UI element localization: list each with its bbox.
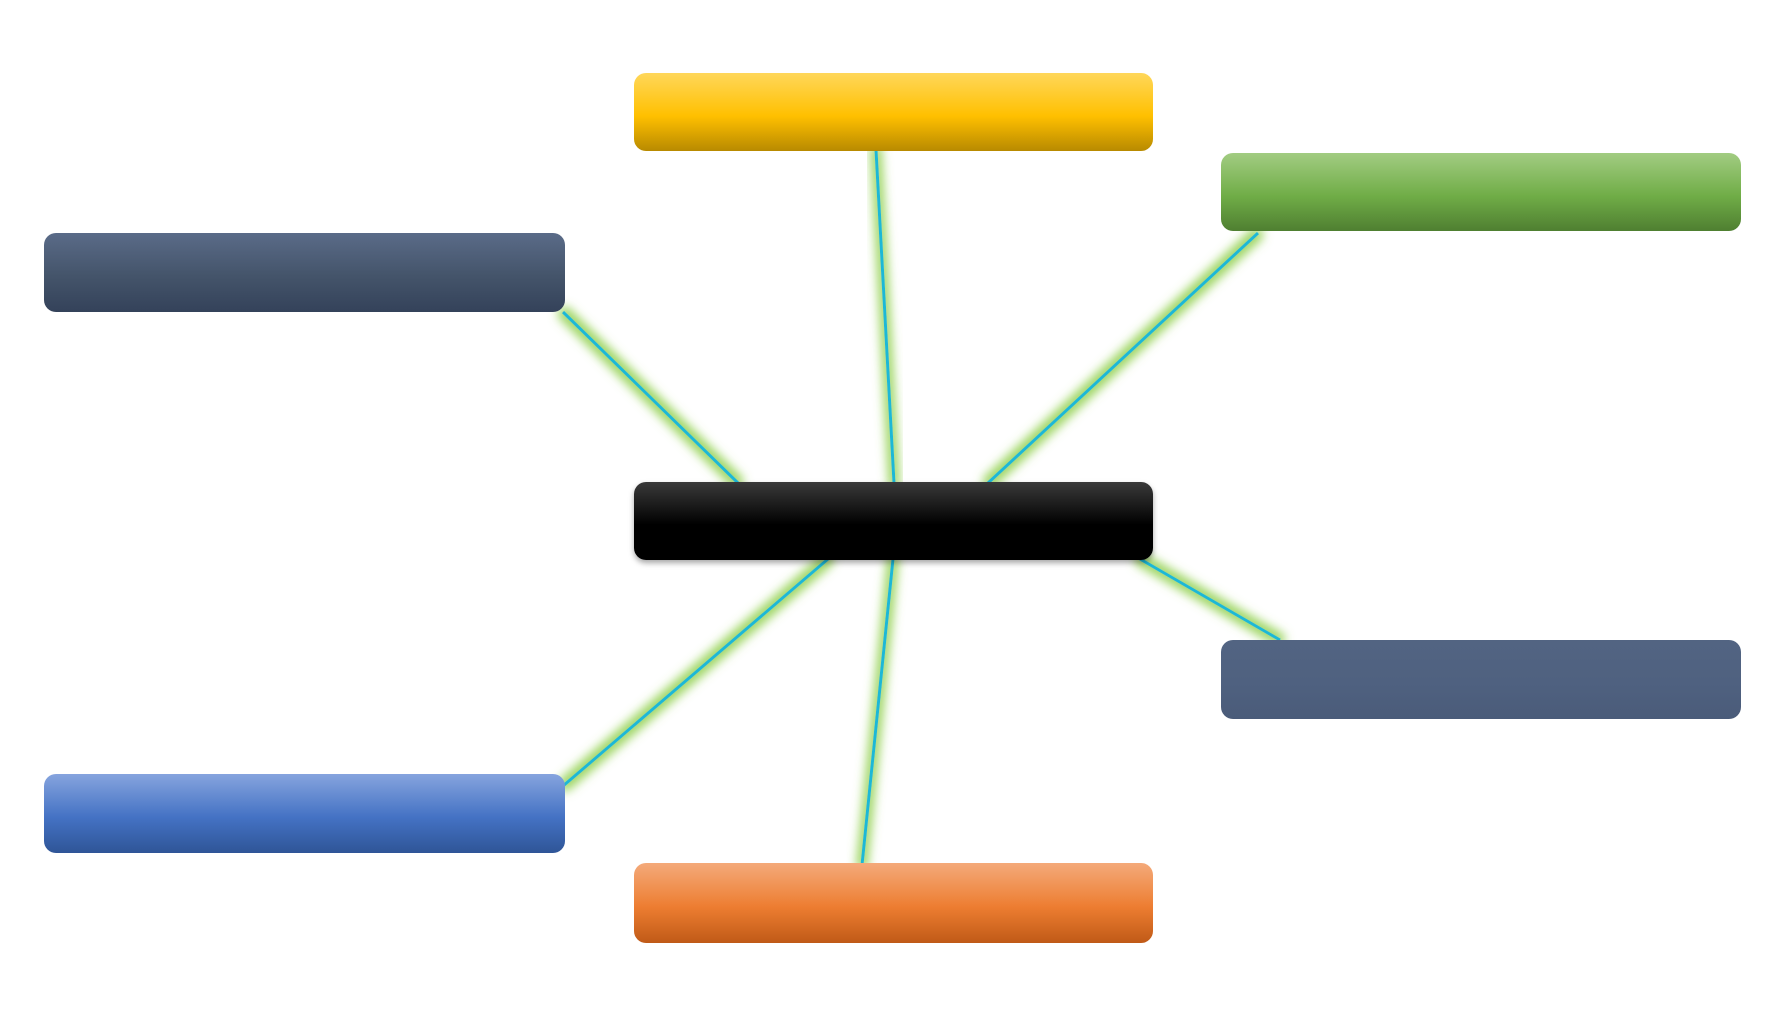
branch-node-lower-left[interactable] bbox=[44, 774, 565, 853]
connector-upper-right bbox=[986, 231, 1260, 485]
connectors bbox=[561, 149, 1281, 866]
branch-node-top[interactable] bbox=[634, 73, 1153, 151]
connector-lower-right bbox=[1139, 557, 1281, 642]
center-node[interactable] bbox=[634, 482, 1153, 560]
branch-node-lower-right[interactable] bbox=[1221, 640, 1741, 719]
connector-upper-left bbox=[561, 310, 740, 485]
connector-bottom bbox=[860, 558, 895, 866]
connector-top bbox=[874, 149, 896, 484]
branch-node-bottom[interactable] bbox=[634, 863, 1153, 943]
connector-lower-left bbox=[562, 557, 829, 788]
branch-node-upper-left[interactable] bbox=[44, 233, 565, 312]
branch-node-upper-right[interactable] bbox=[1221, 153, 1741, 231]
